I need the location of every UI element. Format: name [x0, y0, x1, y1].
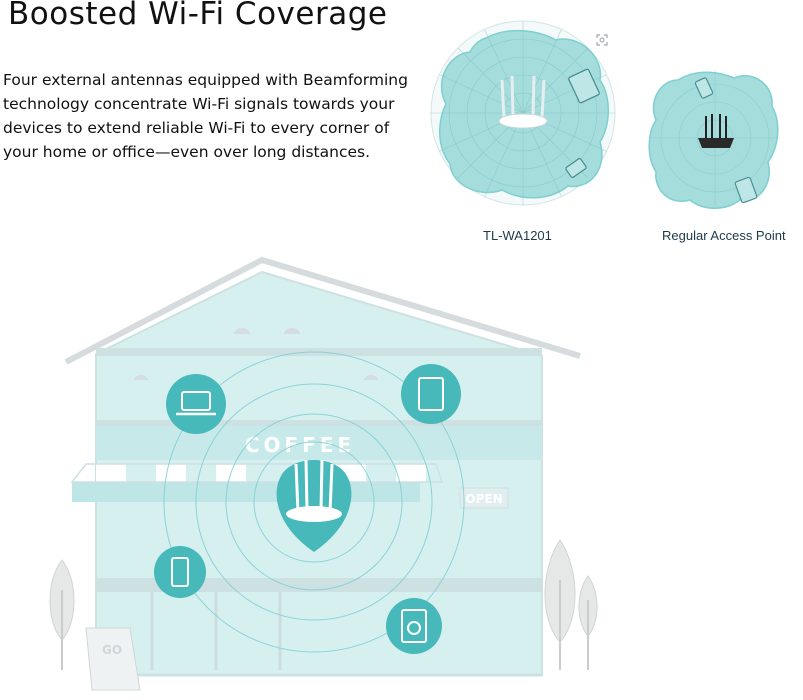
coffee-sign: COFFEE — [245, 433, 355, 457]
description: Four external antennas equipped with Bea… — [3, 68, 443, 164]
tl-wa1201-caption: TL-WA1201 — [483, 228, 552, 243]
router-icon — [498, 75, 548, 129]
laptop-icon — [166, 374, 226, 434]
router-icon — [698, 114, 734, 148]
open-sign: OPEN — [465, 492, 502, 506]
description-line: Four external antennas equipped with Bea… — [3, 71, 408, 89]
description-line: your home or office—even over long dista… — [3, 143, 371, 161]
zoom-icon[interactable] — [595, 33, 609, 47]
router-pin — [276, 459, 352, 552]
tablet-icon — [568, 68, 600, 104]
tree-icon — [49, 539, 598, 670]
tablet-icon — [401, 364, 461, 424]
regular-ap-coverage-graphic — [648, 70, 780, 209]
tablet-icon — [734, 176, 758, 204]
phone-icon — [565, 158, 587, 178]
regular-ap-caption: Regular Access Point — [662, 228, 786, 243]
description-line: devices to extend reliable Wi-Fi to ever… — [3, 119, 390, 137]
coffee-shop-illustration: COFFEE OPEN GO — [49, 256, 598, 691]
phone-icon — [694, 77, 714, 99]
phone-icon — [154, 546, 206, 598]
sidewalk-sign: GO — [85, 627, 141, 691]
sidewalk-sign-text: GO — [102, 643, 122, 657]
tl-wa1201-coverage-graphic — [430, 20, 616, 206]
speaker-icon — [386, 598, 442, 654]
description-line: technology concentrate Wi-Fi signals tow… — [3, 95, 395, 113]
page-title: Boosted Wi-Fi Coverage — [8, 0, 388, 32]
